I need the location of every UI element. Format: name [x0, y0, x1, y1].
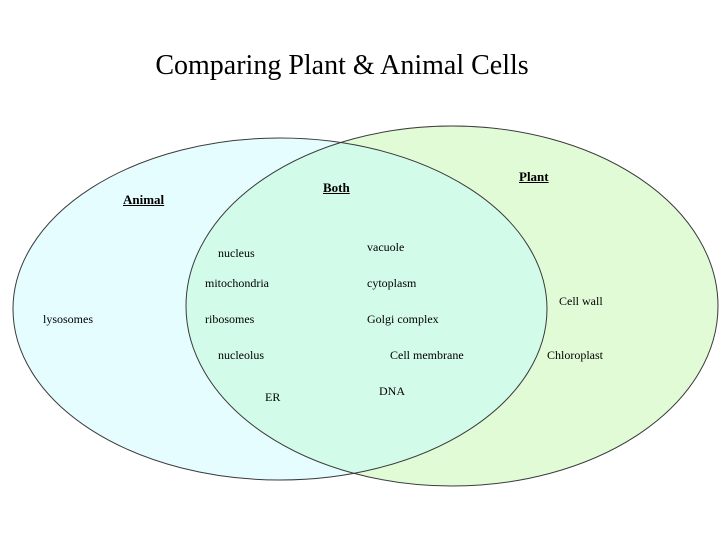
page-title: Comparing Plant & Animal Cells	[155, 50, 529, 81]
both-item: ER	[265, 390, 281, 404]
plant-circle-outline	[185, 125, 719, 487]
plant-item: Cell wall	[559, 294, 603, 308]
both-heading: Both	[323, 180, 350, 195]
both-item: nucleus	[218, 246, 255, 260]
both-item: ribosomes	[205, 312, 255, 326]
animal-circle-outline	[12, 137, 548, 481]
both-item: Golgi complex	[367, 312, 439, 326]
plant-heading: Plant	[519, 169, 549, 184]
both-item: DNA	[379, 384, 405, 398]
animal-heading: Animal	[123, 192, 165, 207]
animal-item: lysosomes	[43, 312, 94, 326]
plant-item: Chloroplast	[547, 348, 603, 362]
both-item: nucleolus	[218, 348, 264, 362]
both-item: Cell membrane	[390, 348, 464, 362]
both-item: cytoplasm	[367, 276, 417, 290]
both-item: mitochondria	[205, 276, 269, 290]
both-item: vacuole	[367, 240, 405, 254]
overlap-region	[186, 138, 547, 480]
